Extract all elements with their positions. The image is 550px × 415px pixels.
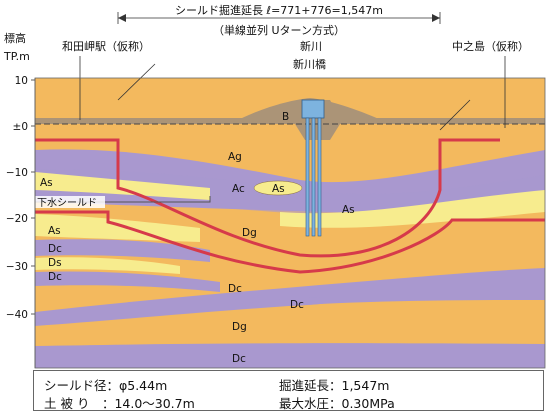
label-dc-lens: Dc [290, 299, 304, 311]
y-tick-minus10: −10 [6, 167, 28, 179]
info-length: 掘進延長：1,547m [279, 378, 390, 393]
info-cover: 土 被 り ：14.0〜30.7m [44, 396, 195, 411]
label-as-lens: As [272, 183, 285, 195]
y-tick-10: 10 [15, 75, 28, 87]
label-dc-left: Dc [48, 243, 62, 255]
layer-dc-lens [245, 297, 345, 307]
layer-dc-bottom [35, 343, 545, 368]
y-tick-0: ±0 [13, 121, 28, 133]
station-left: 和田岬駅（仮称） [62, 39, 150, 53]
label-dc-mid: Dc [228, 283, 242, 295]
layer-as-lens [253, 180, 303, 196]
y-tick-minus40: −40 [6, 309, 28, 321]
bridge-piers [305, 117, 322, 237]
dimension-arrow-left [118, 14, 126, 22]
leader-right-slope [439, 99, 471, 131]
station-center-top: 新川 [300, 39, 322, 53]
label-ac: Ac [232, 183, 245, 195]
label-dc-left2: Dc [48, 271, 62, 283]
info-box: シールド径：φ5.44m 掘進延長：1,547m 土 被 り ：14.0〜30.… [33, 370, 544, 411]
y-tick-minus30: −30 [6, 261, 28, 273]
header-subtitle: （単線並列 Uターン方式） [213, 23, 345, 37]
layer-ds [35, 257, 180, 274]
sewer-label-bg [35, 196, 105, 208]
y-tick-minus20: −20 [6, 213, 28, 225]
sewer-label: 下水シールド [37, 197, 97, 209]
label-as-right: As [342, 204, 355, 216]
station-center-bottom: 新川橋 [293, 57, 326, 71]
layer-dc-mid [35, 268, 545, 326]
label-dc-bottom: Dc [232, 353, 246, 365]
layer-as-right [280, 190, 545, 228]
label-b: B [282, 111, 289, 123]
header-title: シールド掘進延長 ℓ=771+776=1,547m [175, 3, 383, 17]
label-dg-low: Dg [232, 321, 247, 333]
dimension-arrow-right [432, 14, 440, 22]
y-axis-ticks [31, 79, 35, 315]
label-as-left-top: As [40, 177, 53, 189]
shield-tunnel-lower [35, 210, 545, 274]
label-dg: Dg [242, 227, 257, 239]
info-diameter: シールド径：φ5.44m [44, 378, 168, 393]
layer-dc-left2 [35, 271, 220, 292]
label-ds: Ds [48, 257, 62, 269]
station-right: 中之島（仮称） [452, 39, 529, 53]
label-as-left-mid: As [48, 225, 61, 237]
label-ag: Ag [228, 151, 242, 163]
section-frame [34, 77, 546, 369]
y-axis-title-2: TP.m [3, 50, 30, 63]
layer-dc-left [35, 239, 210, 262]
layer-as-left-top [35, 172, 210, 200]
leader-left-slope [117, 63, 156, 101]
y-axis-title-1: 標高 [4, 31, 26, 45]
info-pressure: 最大水圧：0.30MPa [279, 396, 395, 411]
shield-tunnel-upper [35, 138, 500, 258]
layer-as-left-mid [35, 214, 200, 242]
bridge-deck [301, 99, 325, 119]
